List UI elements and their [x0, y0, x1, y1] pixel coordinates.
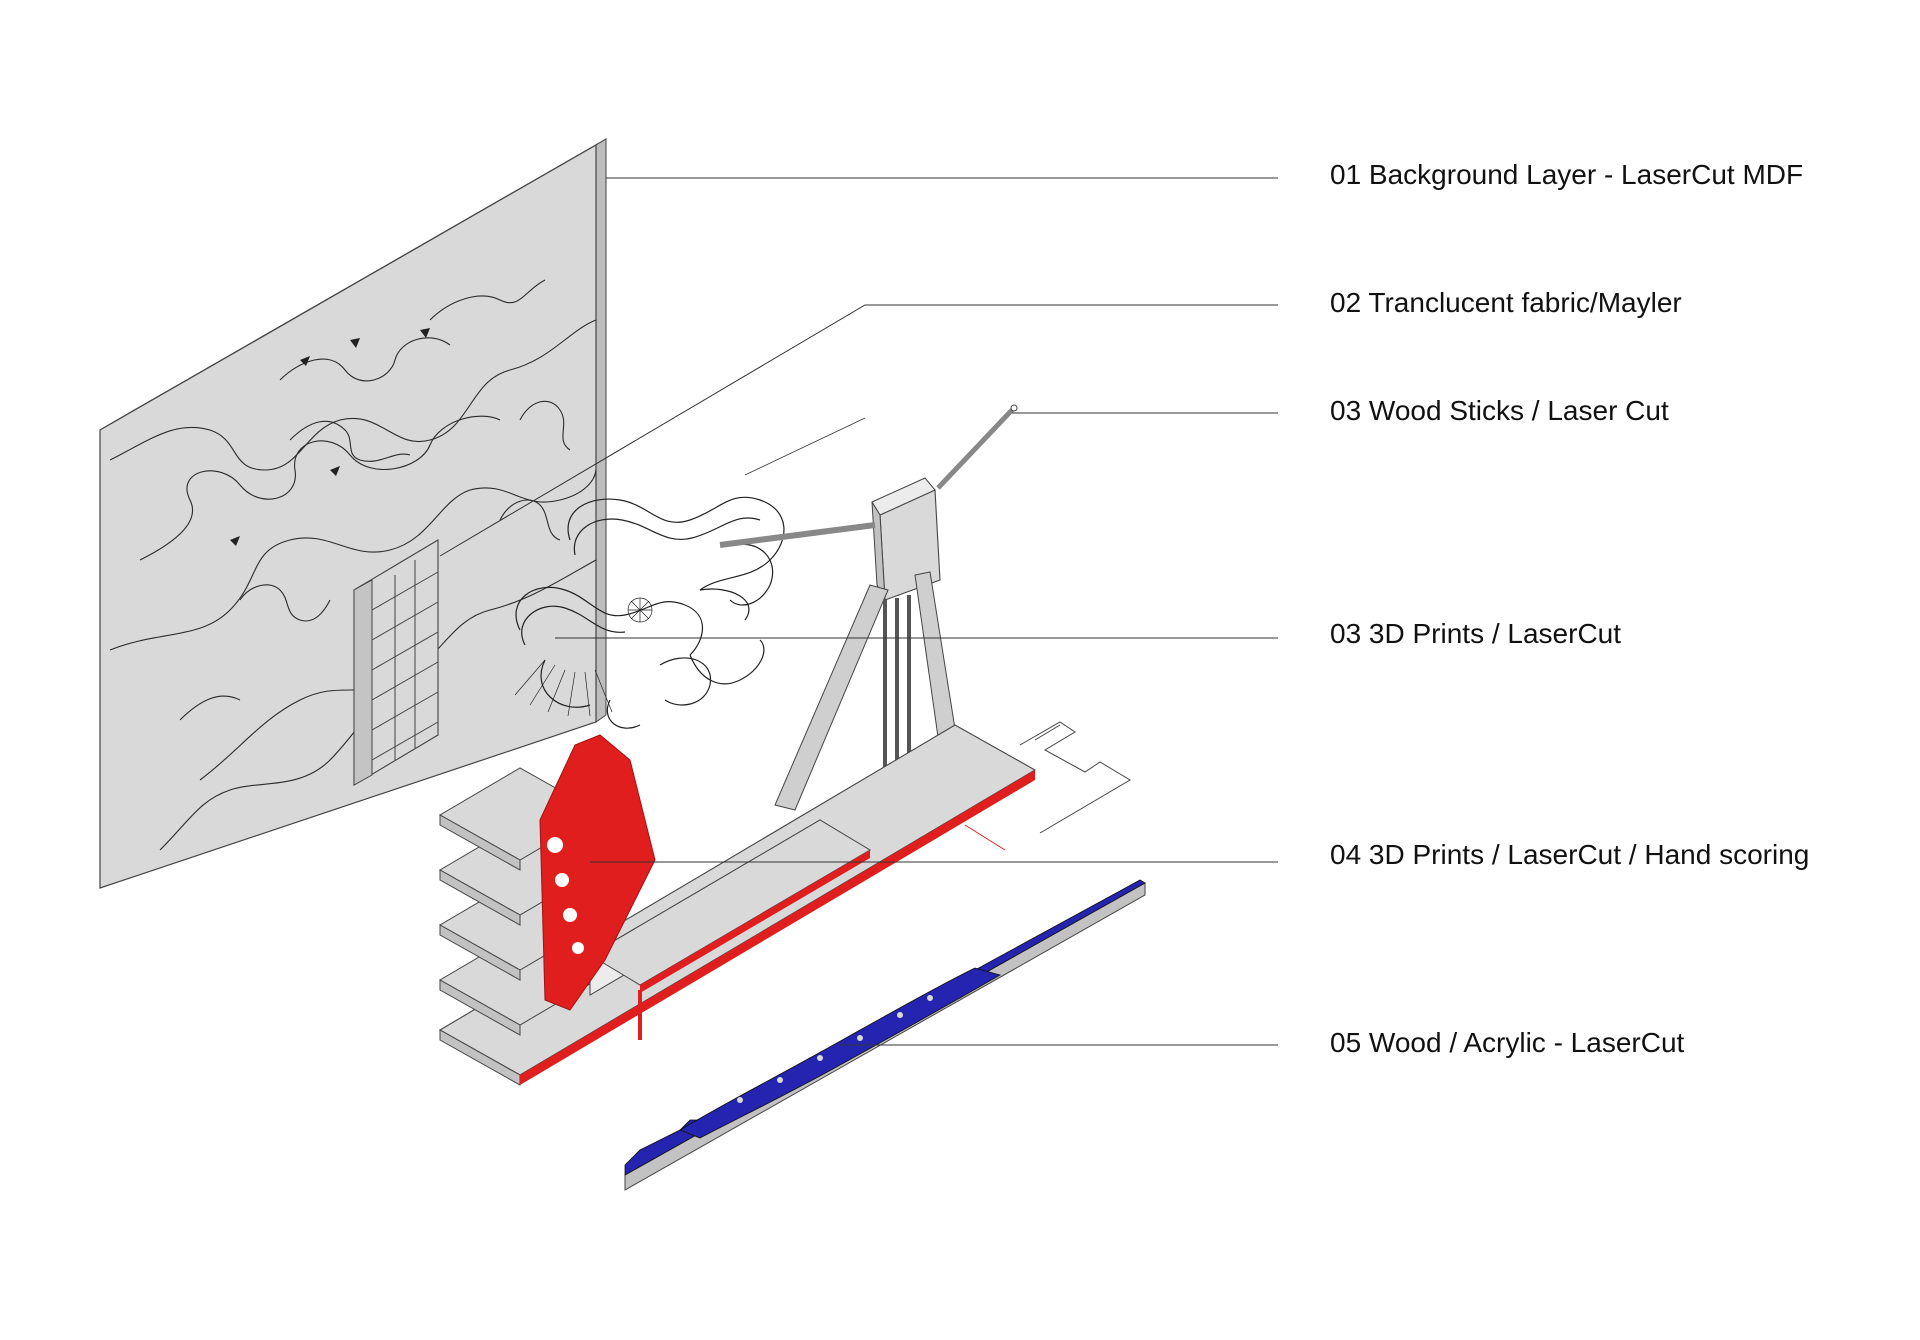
leader-lines: [439, 177, 1278, 1046]
shelf-stack: [438, 724, 1037, 1086]
footprint-outline: [1019, 721, 1131, 834]
contour-lines: [109, 279, 597, 851]
contour-joints: [230, 328, 430, 546]
label-translucent-fabric: 02 Tranclucent fabric/Mayler: [1330, 287, 1682, 318]
3d-print-sculpture: [514, 496, 785, 729]
leader-line-02: [439, 304, 1278, 557]
label-3d-prints: 03 3D Prints / LaserCut: [1330, 618, 1622, 649]
blue-base: [624, 879, 1146, 1191]
fabric-frame: [353, 539, 439, 786]
label-wood-acrylic: 05 Wood / Acrylic - LaserCut: [1330, 1027, 1685, 1058]
label-3d-prints-hand-scoring: 04 3D Prints / LaserCut / Hand scoring: [1330, 839, 1810, 870]
background-panel: [99, 138, 607, 889]
label-background-layer: 01 Background Layer - LaserCut MDF: [1330, 159, 1804, 190]
label-wood-sticks: 03 Wood Sticks / Laser Cut: [1330, 395, 1669, 426]
leader-line-extra: [744, 417, 866, 476]
